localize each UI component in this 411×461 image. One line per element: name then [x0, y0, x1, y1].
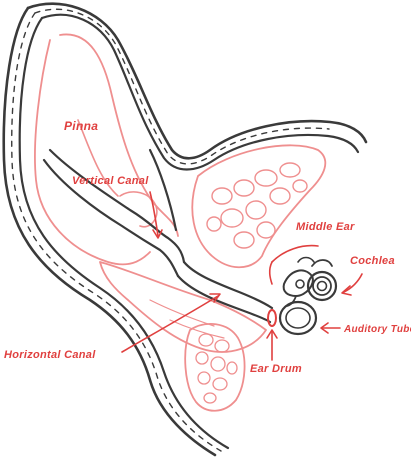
- upper-tissue-mass: [192, 145, 325, 267]
- label-ear-drum: Ear Drum: [250, 363, 302, 375]
- lower-tissue-mass: [185, 324, 244, 411]
- label-middle-ear: Middle Ear: [296, 221, 355, 233]
- label-vertical-canal: Vertical Canal: [72, 175, 149, 187]
- label-middle-ear-group: Middle Ear: [296, 221, 355, 233]
- label-cochlea: Cochlea: [350, 255, 395, 267]
- label-auditory-tube-group: Auditory Tube: [321, 323, 411, 335]
- label-horizontal-canal: Horizontal Canal: [4, 349, 96, 361]
- ear-drum: [268, 310, 276, 326]
- auditory-tube: [280, 302, 316, 334]
- label-pinna: Pinna: [64, 119, 98, 133]
- label-pinna-group: Pinna: [64, 119, 98, 133]
- label-ear-drum-group: Ear Drum: [250, 330, 302, 375]
- label-vertical-canal-group: Vertical Canal: [72, 175, 162, 238]
- label-auditory-tube: Auditory Tube: [343, 324, 411, 335]
- label-cochlea-group: Cochlea: [342, 255, 395, 295]
